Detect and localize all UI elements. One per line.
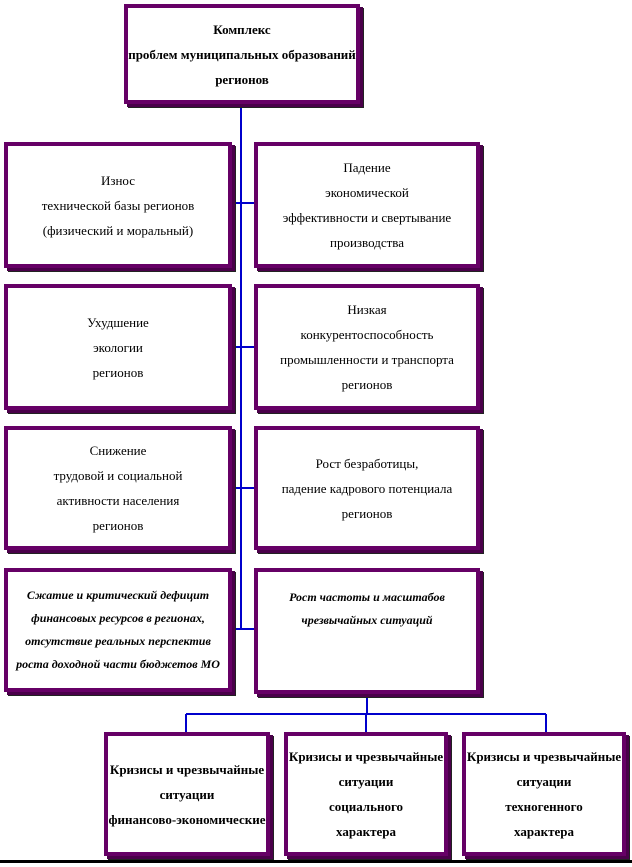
box-line: регионов: [341, 505, 393, 521]
root-line-1: Комплекс: [213, 21, 271, 37]
box-line: Падение: [343, 160, 391, 175]
box-line: характера: [336, 824, 396, 839]
box-crisis-financial: Кризисы и чрезвычайные ситуации финансов…: [104, 732, 270, 856]
box-line: социального: [328, 799, 404, 814]
box-ecology-decline: Ухудшение экологии регионов: [4, 284, 232, 410]
box-labor-activity-decline: Снижение трудовой и социальной активност…: [4, 426, 232, 550]
box-line: характера: [514, 824, 574, 839]
box-line: Рост безработицы,: [315, 455, 419, 471]
box-line: технической базы регионов: [41, 197, 195, 213]
box-line: активности населения: [56, 493, 180, 508]
root-line-3: регионов: [215, 71, 269, 87]
box-line: Кризисы и чрезвычайные: [288, 749, 444, 764]
box-line: отсутствие реальных перспектив: [25, 634, 211, 648]
box-line: Снижение: [89, 443, 147, 458]
box-line: трудовой и социальной: [53, 468, 183, 483]
box-line: роста доходной части бюджетов МО: [16, 657, 220, 671]
box-unemployment-growth: Рост безработицы, падение кадрового поте…: [254, 426, 480, 550]
box-line: чрезвычайных ситуаций: [301, 613, 433, 627]
root-line-2: проблем муниципальных образований: [128, 46, 356, 62]
box-emergency-growth: Рост частоты и масштабов чрезвычайных си…: [254, 568, 480, 694]
box-tech-base-wear: Износ технической базы регионов (физичес…: [4, 142, 232, 268]
box-economic-decline: Падение экономической эффективности и св…: [254, 142, 480, 268]
box-line: экологии: [93, 339, 143, 355]
box-crisis-social: Кризисы и чрезвычайные ситуации социальн…: [284, 732, 448, 856]
box-line: ситуации: [516, 774, 572, 789]
box-line: Кризисы и чрезвычайные: [109, 761, 265, 777]
box-line: конкурентоспособность: [300, 327, 434, 342]
root-complex-box: Комплекс проблем муниципальных образован…: [124, 4, 360, 104]
box-line: Износ: [100, 172, 136, 188]
box-line: финансово-экономические: [108, 811, 266, 827]
box-line: Рост частоты и масштабов: [289, 590, 445, 604]
box-line: Сжатие и критический дефицит: [26, 588, 210, 602]
box-line: ситуации: [159, 786, 215, 802]
box-line: эффективности и свертывание: [282, 210, 452, 225]
box-line: экономической: [325, 185, 409, 200]
box-financial-deficit: Сжатие и критический дефицит финансовых …: [4, 568, 232, 692]
box-line: регионов: [92, 364, 144, 380]
box-line: промышленности и транспорта: [280, 352, 454, 367]
box-crisis-technogenic: Кризисы и чрезвычайные ситуации техноген…: [462, 732, 626, 856]
box-line: (физический и моральный): [42, 222, 194, 238]
box-line: падение кадрового потенциала: [281, 480, 453, 496]
box-line: производства: [329, 235, 405, 250]
box-line: финансовых ресурсов в регионах,: [31, 611, 205, 625]
box-line: техногенного: [505, 799, 583, 814]
box-line: ситуации: [338, 774, 394, 789]
box-line: Кризисы и чрезвычайные: [466, 749, 622, 764]
box-line: Низкая: [347, 302, 387, 317]
bottom-rule: [0, 860, 632, 863]
box-line: Ухудшение: [87, 314, 149, 330]
box-line: регионов: [341, 377, 393, 392]
box-low-competitiveness: Низкая конкурентоспособность промышленно…: [254, 284, 480, 410]
box-line: регионов: [92, 518, 144, 533]
